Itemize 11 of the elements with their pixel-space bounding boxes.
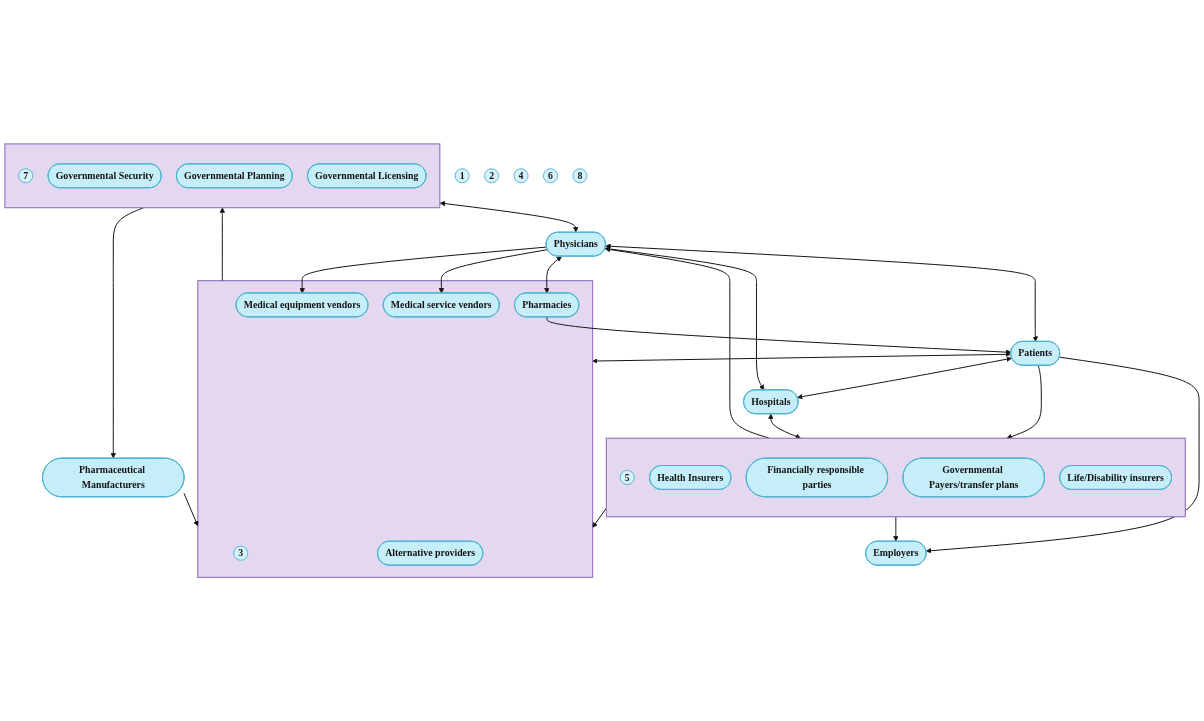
- cluster: [605, 437, 1186, 518]
- node-circle: 4: [513, 168, 529, 184]
- node-circle: 1: [454, 168, 470, 184]
- node-circle: 6: [542, 168, 558, 184]
- node-circle: 7: [18, 168, 34, 184]
- node-circle: 2: [484, 168, 500, 184]
- cluster: [197, 279, 594, 578]
- node-circle: 3: [233, 545, 249, 561]
- cluster: [4, 143, 441, 209]
- node-circle: 5: [619, 469, 635, 485]
- node-circle: 8: [572, 168, 588, 184]
